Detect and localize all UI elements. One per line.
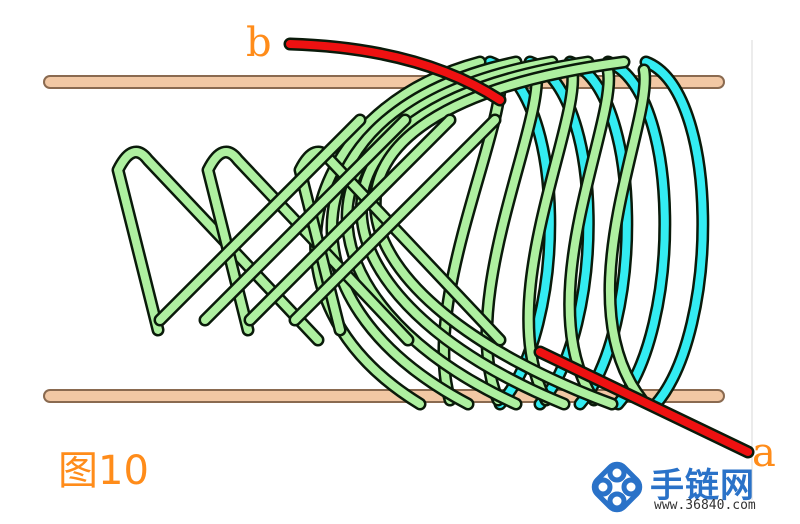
green-cord-b-3 xyxy=(563,63,616,407)
cyan-arc-2 xyxy=(563,55,634,411)
watermark-url: www.36840.com xyxy=(654,498,756,513)
figure-caption: 图10 xyxy=(58,448,149,494)
woven-loops xyxy=(111,113,507,347)
green-cords xyxy=(309,55,652,411)
green-cord-2 xyxy=(340,55,559,411)
label-b: b xyxy=(246,20,272,66)
weave-diag-3 xyxy=(288,113,502,327)
green-cord-b-1 xyxy=(480,63,544,407)
weave-diag-0 xyxy=(153,113,367,327)
label-a: a xyxy=(752,430,776,476)
watermark-name: 手链网 xyxy=(650,466,755,506)
knot-logo-icon xyxy=(591,461,643,513)
red-cord xyxy=(283,37,755,459)
weave-loop-0 xyxy=(111,145,325,347)
watermark: 手链网 www.36840.com xyxy=(590,458,795,518)
cyan-loops xyxy=(483,55,710,411)
weave-diag-1 xyxy=(198,113,412,327)
cyan-arc-4 xyxy=(639,55,710,411)
weave-diag-2 xyxy=(243,113,457,327)
green-cord-b-4 xyxy=(603,63,652,407)
green-cord-1 xyxy=(325,55,523,411)
weave-loop-2 xyxy=(293,145,507,347)
cyan-arc-3 xyxy=(601,55,672,411)
weave-loop-1 xyxy=(201,145,415,347)
green-cord-b-2 xyxy=(522,63,580,407)
